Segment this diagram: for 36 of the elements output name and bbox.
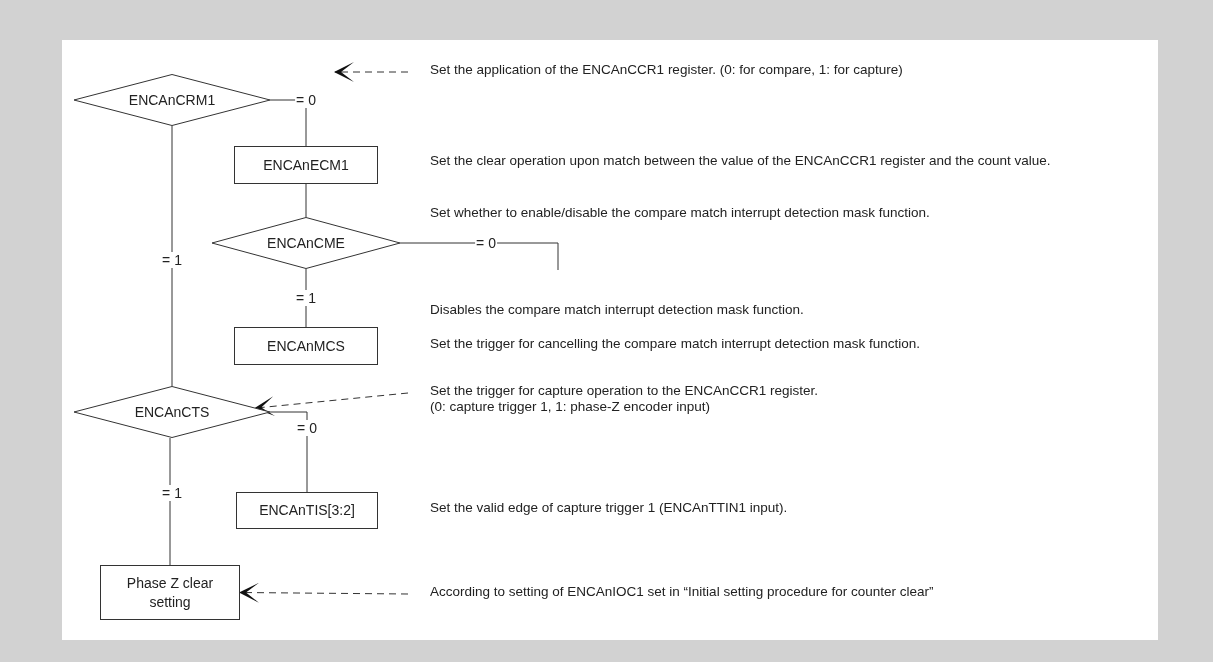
process-box — [100, 565, 240, 620]
register-name: ENCAnCTS — [134, 402, 210, 422]
description-text: Set whether to enable/disable the compare match interrupt detection mask function. — [430, 205, 931, 221]
register-name: Phase Z clear setting — [125, 574, 215, 611]
edge-label: = 0 — [475, 235, 497, 251]
description-text: Set the valid edge of capture trigger 1 (ENCAnTTIN1 input). — [430, 500, 789, 516]
description-text: Set the trigger for capture operation to the ENCAnCCR1 register. — [430, 383, 819, 399]
edge-label: = 0 — [295, 92, 317, 108]
register-name: ENCAnCME — [267, 233, 345, 253]
dashed-arrow — [254, 392, 409, 417]
connector-line — [269, 411, 308, 493]
process-box — [234, 146, 378, 184]
description-text: According to setting of ENCAnIOC1 set in “Initial setting procedure for counter clear” — [430, 584, 935, 600]
process-box — [234, 327, 378, 365]
edge-label: = 1 — [161, 485, 183, 501]
register-name: ENCAnTIS[3:2] — [259, 501, 355, 520]
process-box — [236, 492, 378, 529]
description-text: Set the application of the ENCAnCCR1 register. (0: for compare, 1: for capture) — [430, 62, 904, 78]
description-text: (0: capture trigger 1, 1: phase-Z encoder input) — [430, 398, 711, 415]
connector-line — [169, 437, 171, 566]
dashed-arrow — [334, 62, 409, 82]
connector-line — [399, 242, 559, 271]
register-name: ENCAnMCS — [267, 336, 345, 356]
connector-line — [305, 183, 307, 218]
connector-line — [171, 125, 173, 387]
connector-line — [305, 268, 307, 328]
edge-label: = 1 — [161, 252, 183, 268]
edge-label: = 0 — [296, 420, 318, 436]
description-text: Set the clear operation upon match between the value of the ENCAnCCR1 register and the count value. — [430, 153, 1052, 169]
edge-label: = 1 — [295, 290, 317, 306]
register-name: ENCAnCRM1 — [128, 90, 216, 110]
dashed-arrow — [239, 582, 409, 603]
connector-line — [269, 99, 307, 147]
register-name: ENCAnECM1 — [263, 155, 349, 175]
description-text: Set the trigger for cancelling the compare match interrupt detection mask function. — [430, 336, 921, 352]
description-text: Disables the compare match interrupt detection mask function. — [430, 302, 805, 318]
